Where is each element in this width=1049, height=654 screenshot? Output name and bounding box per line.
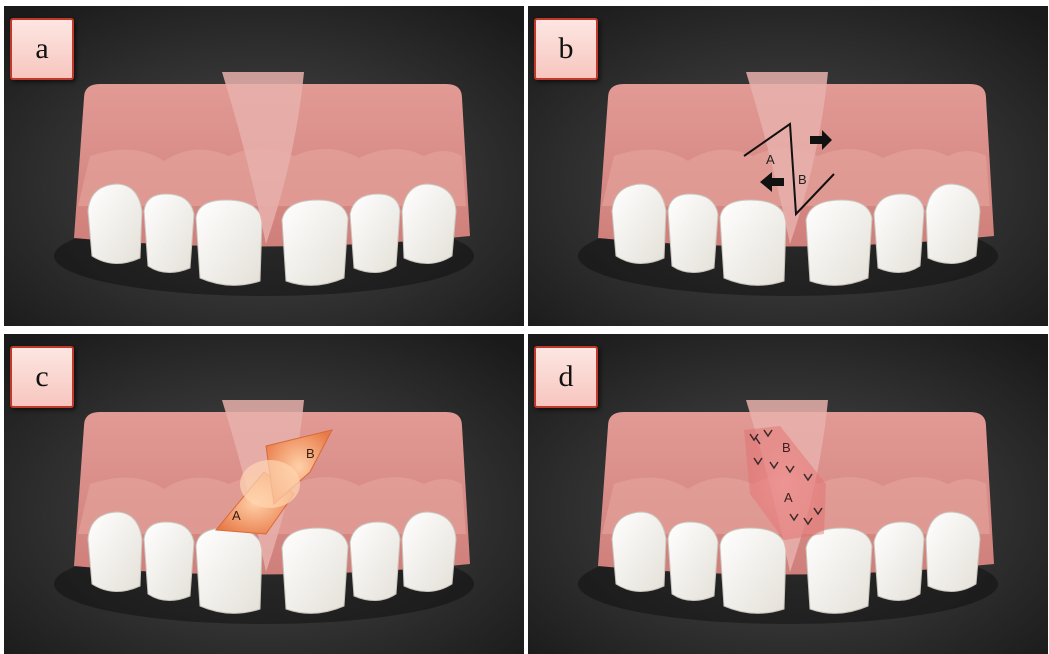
panel-a: a <box>4 6 524 326</box>
panel-label: c <box>10 346 74 408</box>
illustration-sutured-closure: B A <box>528 334 1048 654</box>
panel-b: A B b <box>528 6 1048 326</box>
panel-label: a <box>10 18 74 80</box>
panel-d: B A d <box>528 334 1048 654</box>
illustration-frenum-original <box>4 6 524 326</box>
flap-label-b: B <box>782 440 791 455</box>
illustration-flap-transposition: A B <box>4 334 524 654</box>
flap-label-a: A <box>766 152 775 167</box>
panel-c: A B c <box>4 334 524 654</box>
panel-label: b <box>534 18 598 80</box>
flap-label-a: A <box>232 508 241 523</box>
flap-label-a: A <box>784 490 793 505</box>
panel-label: d <box>534 346 598 408</box>
illustration-z-incision: A B <box>528 6 1048 326</box>
flap-label-b: B <box>798 172 807 187</box>
flap-label-b: B <box>306 446 315 461</box>
